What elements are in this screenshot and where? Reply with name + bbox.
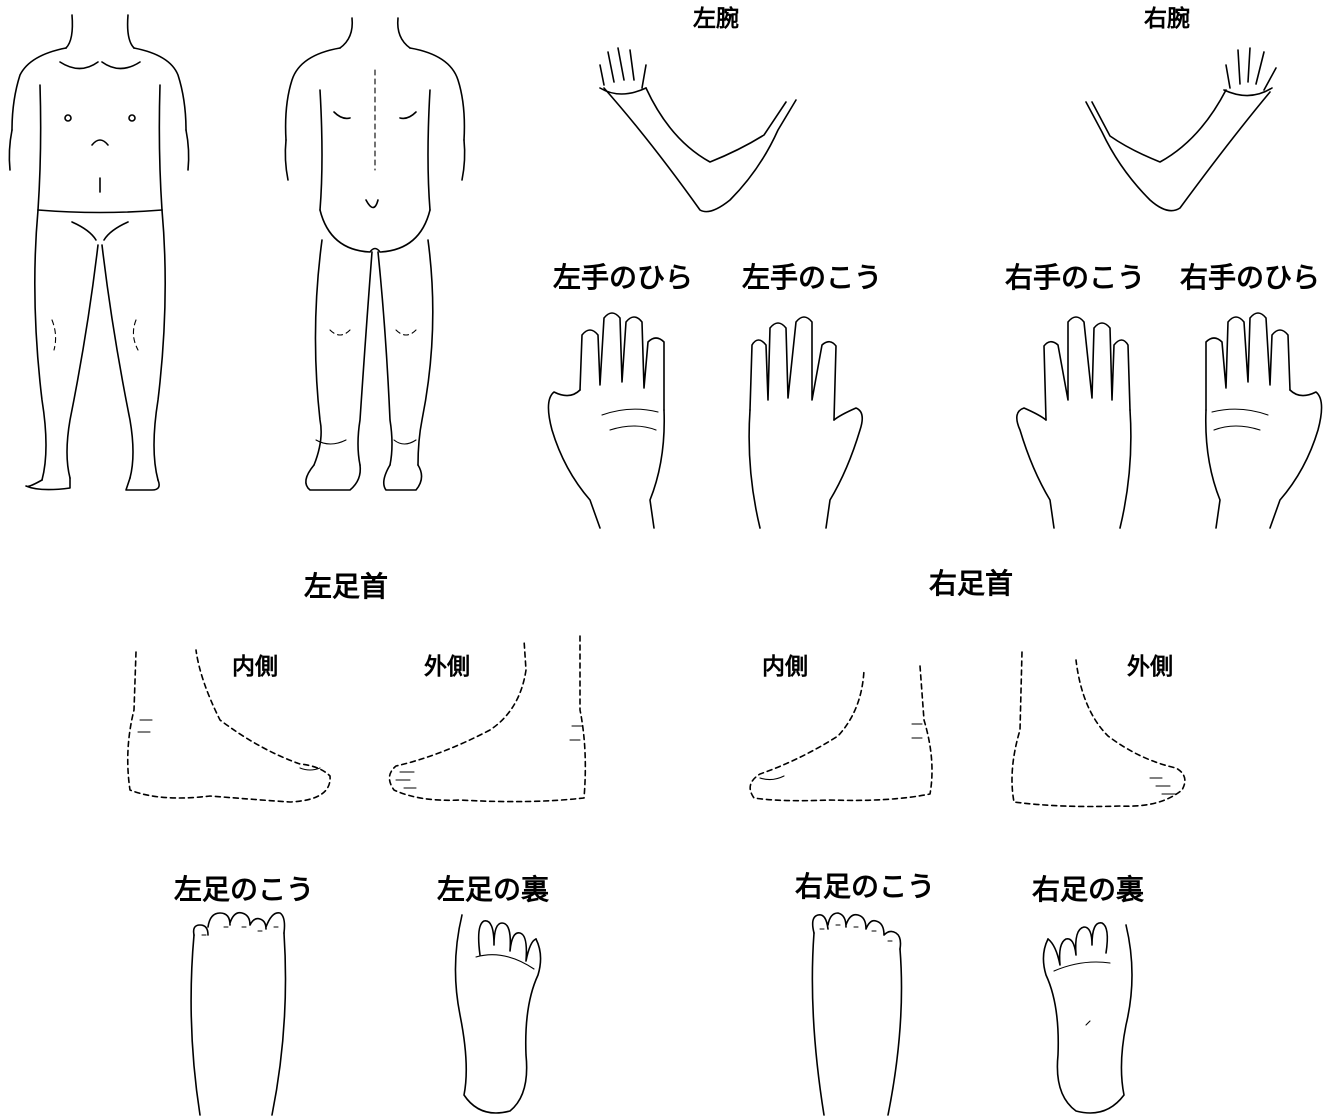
- left-palm-label: 左手のひら: [553, 264, 693, 292]
- right-inner-ankle-figure: [740, 660, 940, 810]
- left-palm-figure: [540, 300, 690, 530]
- body-front-figure: [0, 0, 200, 500]
- right-foot-sole-label: 右足の裏: [1032, 876, 1144, 904]
- left-outer-ankle-figure: [380, 630, 610, 810]
- left-foot-top-figure: [180, 905, 290, 1118]
- right-foot-top-label: 右足のこう: [795, 873, 935, 901]
- right-palm-figure: [1180, 300, 1328, 530]
- left-ankle-title: 左足首: [304, 573, 388, 601]
- left-foot-sole-label: 左足の裏: [437, 876, 549, 904]
- right-back-figure: [990, 300, 1150, 530]
- right-arm-label: 右腕: [1144, 8, 1190, 31]
- body-back-figure: [270, 0, 480, 500]
- left-inner-ankle-figure: [120, 640, 350, 810]
- right-outer-ankle-figure: [1000, 650, 1200, 810]
- left-back-figure: [730, 300, 880, 530]
- left-foot-top-label: 左足のこう: [174, 876, 314, 904]
- right-foot-top-figure: [800, 905, 920, 1118]
- left-arm-figure: [590, 40, 810, 220]
- right-palm-label: 右手のひら: [1180, 264, 1320, 292]
- left-arm-label: 左腕: [693, 8, 739, 31]
- right-arm-figure: [1050, 40, 1290, 220]
- left-foot-sole-figure: [440, 905, 560, 1118]
- right-back-label: 右手のこう: [1005, 264, 1145, 292]
- right-ankle-title: 右足首: [929, 570, 1013, 598]
- left-back-label: 左手のこう: [742, 264, 882, 292]
- right-foot-sole-figure: [1030, 905, 1150, 1118]
